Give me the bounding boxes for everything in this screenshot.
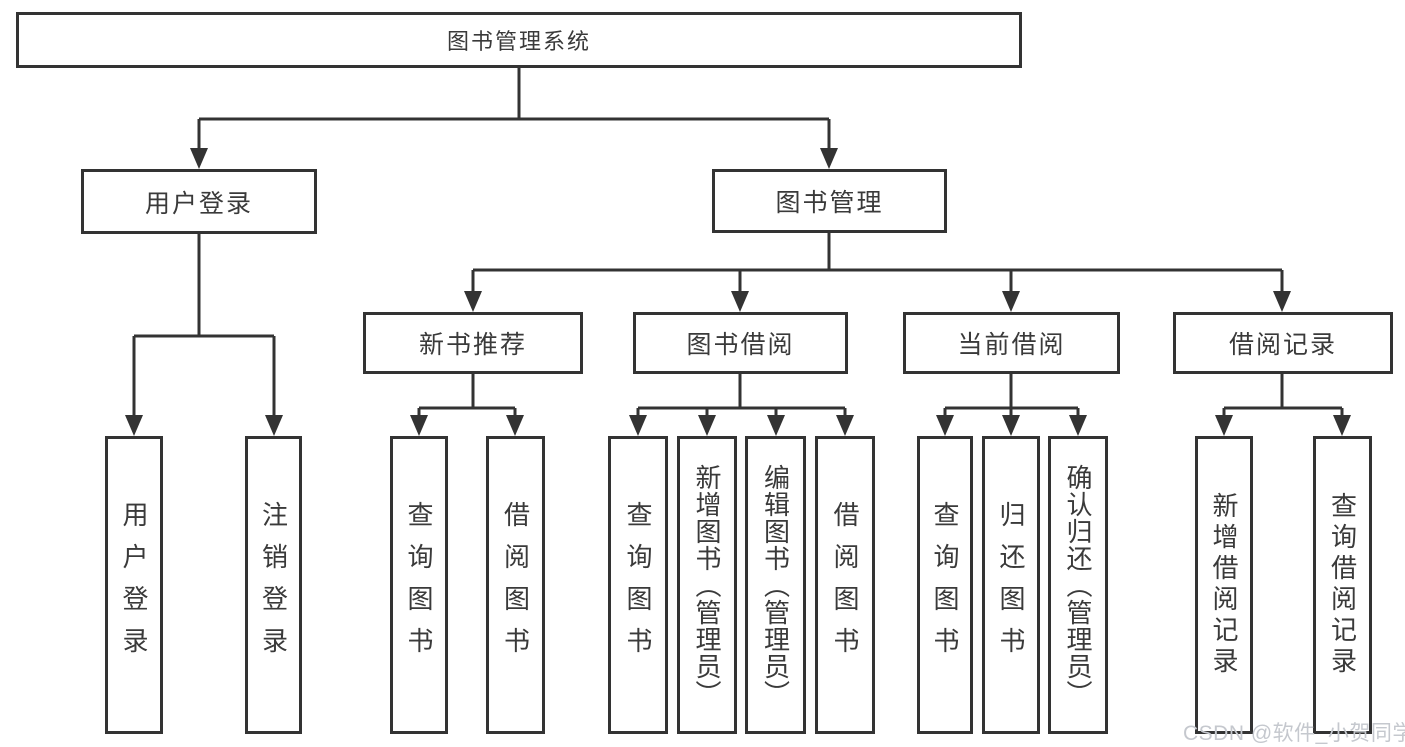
csdn-watermark: CSDN @软件_小贺同学 [1183,722,1405,745]
leaf-query-books: 查询图书 [608,436,668,734]
node-book-borrow: 图书借阅 [633,312,848,374]
node-user-login: 用户登录 [81,169,317,234]
leaf-query-borrow-record: 查询借阅记录 [1313,436,1372,734]
leaf-edit-book-admin: 编辑图书（管理员） [745,436,806,734]
leaf-return-books: 归还图书 [982,436,1040,734]
leaf-add-book-admin: 新增图书（管理员） [677,436,737,734]
node-current-borrow: 当前借阅 [903,312,1120,374]
leaf-user-login: 用户登录 [105,436,163,734]
leaf-confirm-return-admin: 确认归还（管理员） [1048,436,1108,734]
node-book-management: 图书管理 [712,169,947,233]
leaf-borrow-books: 借阅图书 [486,436,545,734]
node-borrow-records: 借阅记录 [1173,312,1393,374]
leaf-query-books: 查询图书 [390,436,448,734]
leaf-borrow-books: 借阅图书 [815,436,875,734]
leaf-add-borrow-record: 新增借阅记录 [1195,436,1253,734]
node-library-management-system: 图书管理系统 [16,12,1022,68]
leaf-query-books: 查询图书 [917,436,973,734]
leaf-logout: 注销登录 [245,436,302,734]
node-new-book-recommend: 新书推荐 [363,312,583,374]
